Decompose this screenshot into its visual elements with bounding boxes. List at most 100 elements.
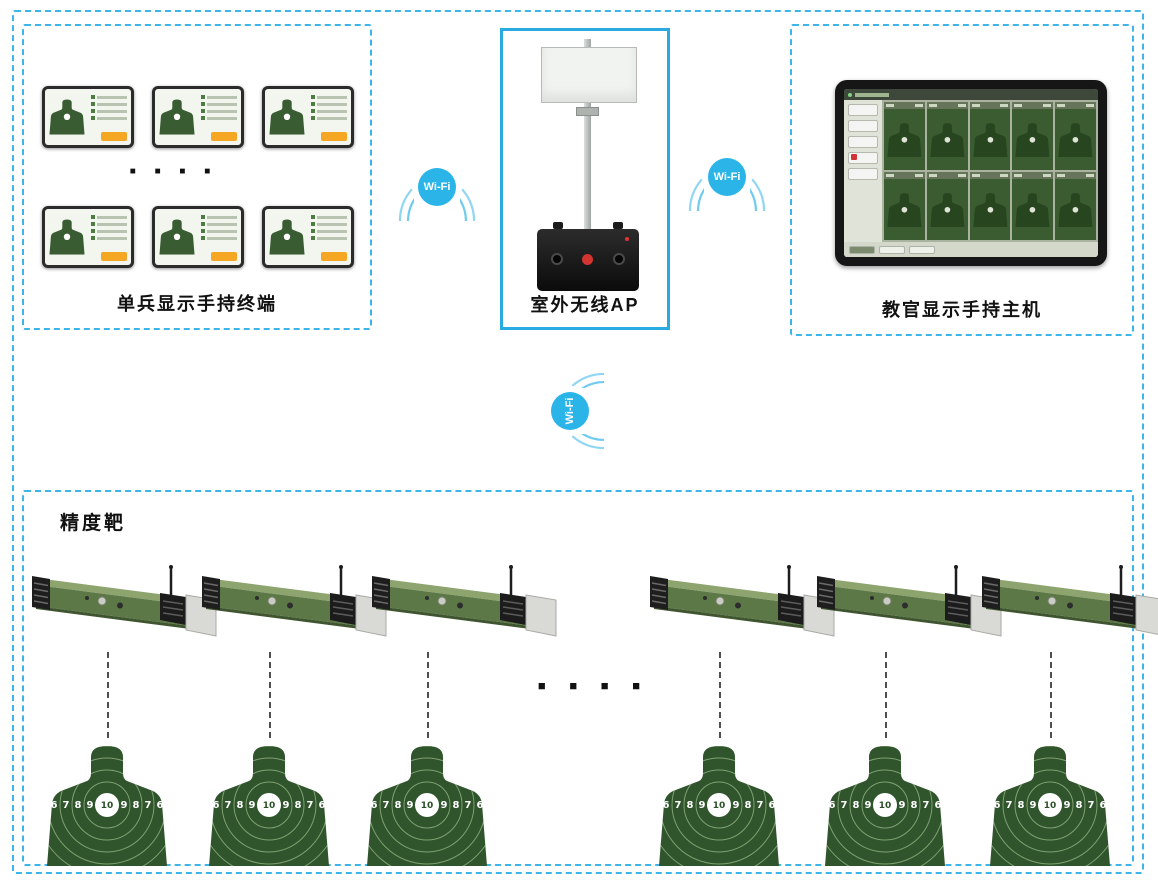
app-bottom-bar [844,242,1098,257]
handheld-terminal-5 [152,206,244,268]
ap-mount [613,222,623,229]
handheld-terminal-3 [262,86,354,148]
terminal-screen [265,89,351,145]
terminal-action-button [101,132,127,141]
diagram-border [12,10,1144,874]
target-tile [1055,102,1096,170]
terminal-info-rows [201,215,237,243]
sidebar-button-record [848,152,878,164]
terminal-action-button [211,252,237,261]
target-tile [926,172,968,240]
instructor-screen [844,89,1098,257]
handheld-terminal-1 [42,86,134,148]
silhouette-target-4 [654,742,784,866]
terminal-info-rows [91,95,127,123]
target-tile [884,102,925,170]
target-tile [969,102,1011,170]
terminal-action-button [321,252,347,261]
ellipsis-dots: ■ ■ ■ ■ [537,678,651,693]
sidebar-button [848,104,878,116]
wifi-label: Wi-Fi [423,181,451,193]
wifi-waves-icon [750,143,783,211]
terminal-info-rows [91,215,127,243]
ellipsis-dots: ■ ■ ■ ■ [129,166,219,177]
bottom-tab [849,245,875,254]
instructor-box: 教官显示手持主机 [790,24,1134,336]
target-grid-row [884,102,1096,170]
wifi-waves-icon [460,153,493,221]
ap-connector-right [613,253,625,265]
wifi-waves-icon [671,143,704,211]
precision-target-box: 精度靶 ■ ■ ■ ■ [22,490,1134,866]
precision-target-label: 精度靶 [60,513,127,534]
terminal-action-button [101,252,127,261]
target-lifter-6 [982,564,1158,642]
target-preview-icon [48,93,86,140]
terminal-screen [155,209,241,265]
target-lifter-2 [202,564,387,642]
terminal-info-rows [311,215,347,243]
wifi-link-right: Wi-Fi [671,143,783,211]
ap-pole-clamp [576,107,599,116]
silhouette-target-5 [820,742,950,866]
target-lifter-4 [650,564,835,642]
bottom-tab [909,245,935,254]
terminal-info-rows [311,95,347,123]
ap-pole [584,39,591,255]
wifi-label: Wi-Fi [713,171,741,183]
wifi-icon: Wi-Fi [418,168,456,206]
ap-mount [553,222,563,229]
target-preview-icon [268,93,306,140]
target-lifter-5 [817,564,1002,642]
terminal-action-button [211,132,237,141]
target-preview-icon [158,93,196,140]
target-grid [882,100,1098,242]
terminal-info-rows [201,95,237,123]
instructor-tablet [835,80,1107,266]
target-tile [1012,172,1054,240]
target-tile [969,172,1011,240]
handheld-terminal-6 [262,206,354,268]
wifi-waves-icon [536,434,604,467]
target-preview-icon [48,213,86,260]
silhouette-target-2 [204,742,334,866]
target-preview-icon [158,213,196,260]
target-tile [1012,102,1054,170]
terminal-screen [45,209,131,265]
connector-line-3 [427,652,429,738]
ap-red-button [582,254,593,265]
terminal-screen [45,89,131,145]
sidebar-button [848,168,878,180]
ap-box: 室外无线AP [500,28,670,330]
terminal-screen [265,209,351,265]
terminal-group-box: ■ ■ ■ ■ [22,24,372,330]
connector-line-5 [885,652,887,738]
wifi-waves-icon [381,153,414,221]
target-tile [884,172,925,240]
sidebar-button [848,136,878,148]
wifi-link-left: Wi-Fi [381,153,493,221]
wifi-link-down: Wi-Fi [536,355,604,467]
ap-antenna-panel [541,47,637,103]
connector-line-1 [107,652,109,738]
target-lifter-3 [372,564,557,642]
app-title-bar [844,89,1098,100]
connector-line-2 [269,652,271,738]
target-lifter-1 [32,564,217,642]
terminal-screen [155,89,241,145]
wifi-waves-icon [536,355,604,388]
wifi-icon: Wi-Fi [551,392,589,430]
target-grid-row [884,172,1096,240]
target-tile [1055,172,1096,240]
connector-line-4 [719,652,721,738]
connector-line-6 [1050,652,1052,738]
wifi-label: Wi-Fi [564,397,576,425]
target-tile [926,102,968,170]
target-preview-icon [268,213,306,260]
handheld-terminal-2 [152,86,244,148]
terminal-action-button [321,132,347,141]
app-sidebar [844,100,882,242]
handheld-terminal-4 [42,206,134,268]
bottom-tab [879,245,905,254]
